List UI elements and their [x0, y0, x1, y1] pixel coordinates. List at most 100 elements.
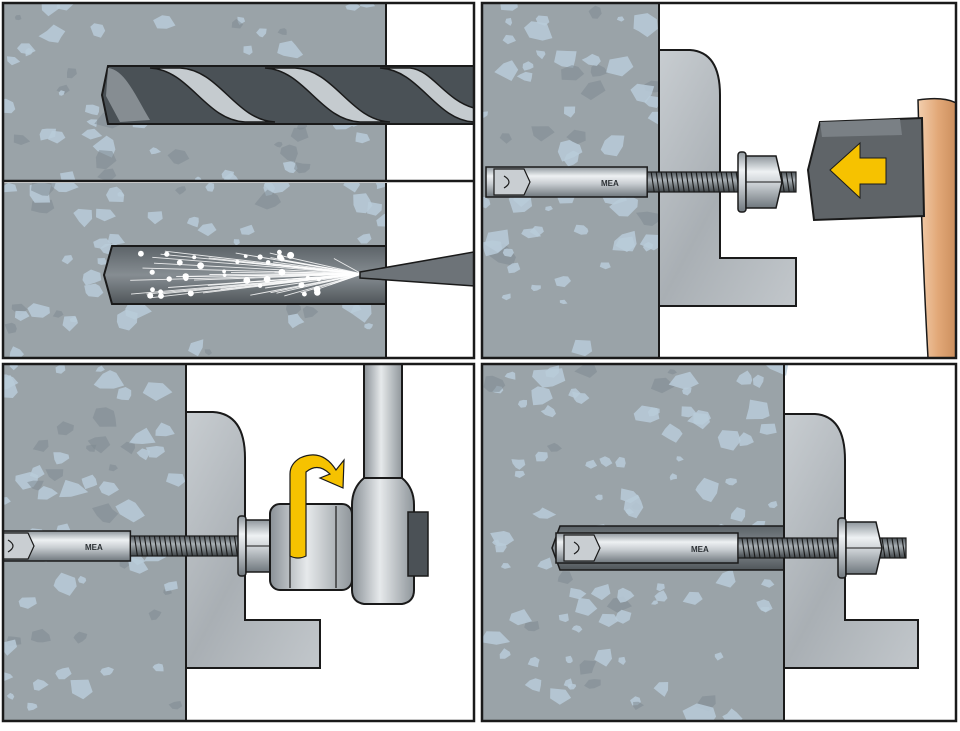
aggregate-stone: [224, 172, 240, 181]
thread-line: [715, 171, 720, 193]
aggregate-stone: [557, 571, 573, 584]
aggregate-stone: [573, 224, 589, 235]
dust-particle: [183, 276, 189, 281]
aggregate-stone: [62, 315, 78, 332]
aggregate-stone: [117, 191, 125, 197]
aggregate-stone: [599, 456, 613, 467]
aggregate-stone: [32, 439, 49, 452]
aggregate-stone: [3, 497, 11, 505]
dust-particle: [197, 262, 205, 270]
aggregate-stone: [647, 407, 660, 417]
aggregate-stone: [633, 701, 644, 710]
aggregate-stone: [517, 399, 527, 408]
dust-particle: [316, 277, 321, 282]
dust-spray-icon: [130, 249, 363, 299]
aggregate-stone: [571, 625, 583, 633]
aggregate-stone: [521, 228, 542, 239]
drill-bit-icon: [100, 65, 473, 125]
aggregate-stone: [693, 412, 710, 430]
aggregate-stone: [14, 14, 22, 21]
thread-line: [901, 537, 906, 559]
aggregate-stone: [500, 3, 518, 11]
aggregate-stone: [357, 233, 372, 244]
aggregate-stone: [186, 216, 199, 228]
aggregate-stone: [53, 572, 77, 596]
aggregate-stone: [85, 104, 100, 116]
aggregate-stone: [695, 477, 719, 503]
thread-line: [665, 171, 670, 193]
aggregate-stone: [243, 45, 253, 55]
aggregate-stone: [537, 557, 553, 570]
aggregate-stone: [6, 692, 15, 700]
aggregate-stone: [499, 133, 512, 144]
dust-particle: [277, 254, 283, 260]
aggregate-stone: [116, 309, 138, 331]
aggregate-stone: [585, 459, 598, 469]
aggregate-stone: [661, 423, 683, 443]
aggregate-stone: [558, 613, 569, 623]
aggregate-stone: [155, 422, 175, 437]
aggregate-stone: [502, 34, 516, 45]
thread-line: [148, 535, 153, 557]
dust-particle: [243, 277, 251, 284]
clip-slot: [7, 539, 14, 553]
aggregate-stone: [92, 503, 119, 524]
aggregate-stone: [92, 407, 117, 427]
aggregate-stone: [353, 193, 373, 214]
thread-line: [690, 171, 695, 193]
thread-line: [781, 537, 786, 559]
anchor-marking: MEA: [691, 545, 709, 554]
aggregate-stone: [100, 666, 114, 676]
aggregate-stone: [3, 98, 16, 114]
aggregate-stone: [32, 679, 49, 691]
thread-line: [208, 535, 213, 557]
thread-line: [655, 171, 660, 193]
dust-streak: [193, 273, 363, 281]
dust-particle: [277, 249, 282, 255]
aggregate-stone: [4, 322, 17, 334]
aggregate-stone: [667, 369, 677, 375]
aggregate-stone: [61, 255, 73, 265]
aggregate-stone: [93, 370, 125, 389]
aggregate-stone: [128, 427, 156, 444]
thread-line: [790, 171, 795, 193]
thread-line: [720, 171, 725, 193]
aggregate-stone: [77, 575, 87, 584]
dust-streak: [340, 273, 363, 280]
aggregate-stone: [599, 262, 611, 270]
aggregate-stone: [86, 119, 98, 128]
thread-line: [168, 535, 173, 557]
thread-line: [796, 537, 801, 559]
aggregate-stone: [535, 50, 546, 60]
aggregate-stone: [59, 479, 89, 498]
aggregate-stone: [18, 597, 37, 609]
aggregate-stone: [197, 223, 217, 237]
thread-line: [685, 171, 690, 193]
thread-line: [821, 537, 826, 559]
aggregate-stone: [37, 486, 58, 500]
aggregate-stone: [554, 50, 577, 68]
aggregate-stone: [56, 3, 74, 11]
aggregate-stone: [29, 465, 45, 479]
aggregate-stone: [759, 423, 777, 435]
thread-line: [695, 171, 700, 193]
dust-streak: [269, 252, 363, 275]
aggregate-stone: [545, 365, 559, 378]
thread-line: [138, 535, 143, 557]
aggregate-stone: [127, 556, 149, 574]
aggregate-stone: [572, 391, 590, 404]
aggregate-stone: [233, 239, 240, 246]
aggregate-stone: [571, 339, 593, 357]
thread-line: [751, 537, 756, 559]
aggregate-stone: [82, 269, 102, 286]
aggregate-stone: [483, 375, 506, 392]
dust-particle: [278, 268, 286, 276]
aggregate-stone: [27, 480, 44, 491]
aggregate-stone: [745, 399, 770, 420]
aggregate-stone: [681, 406, 698, 418]
anchor-bolt-icon: MEA: [485, 151, 797, 213]
aggregate-stone: [609, 194, 638, 217]
aggregate-stone: [579, 660, 597, 675]
aggregate-stone: [524, 620, 540, 632]
